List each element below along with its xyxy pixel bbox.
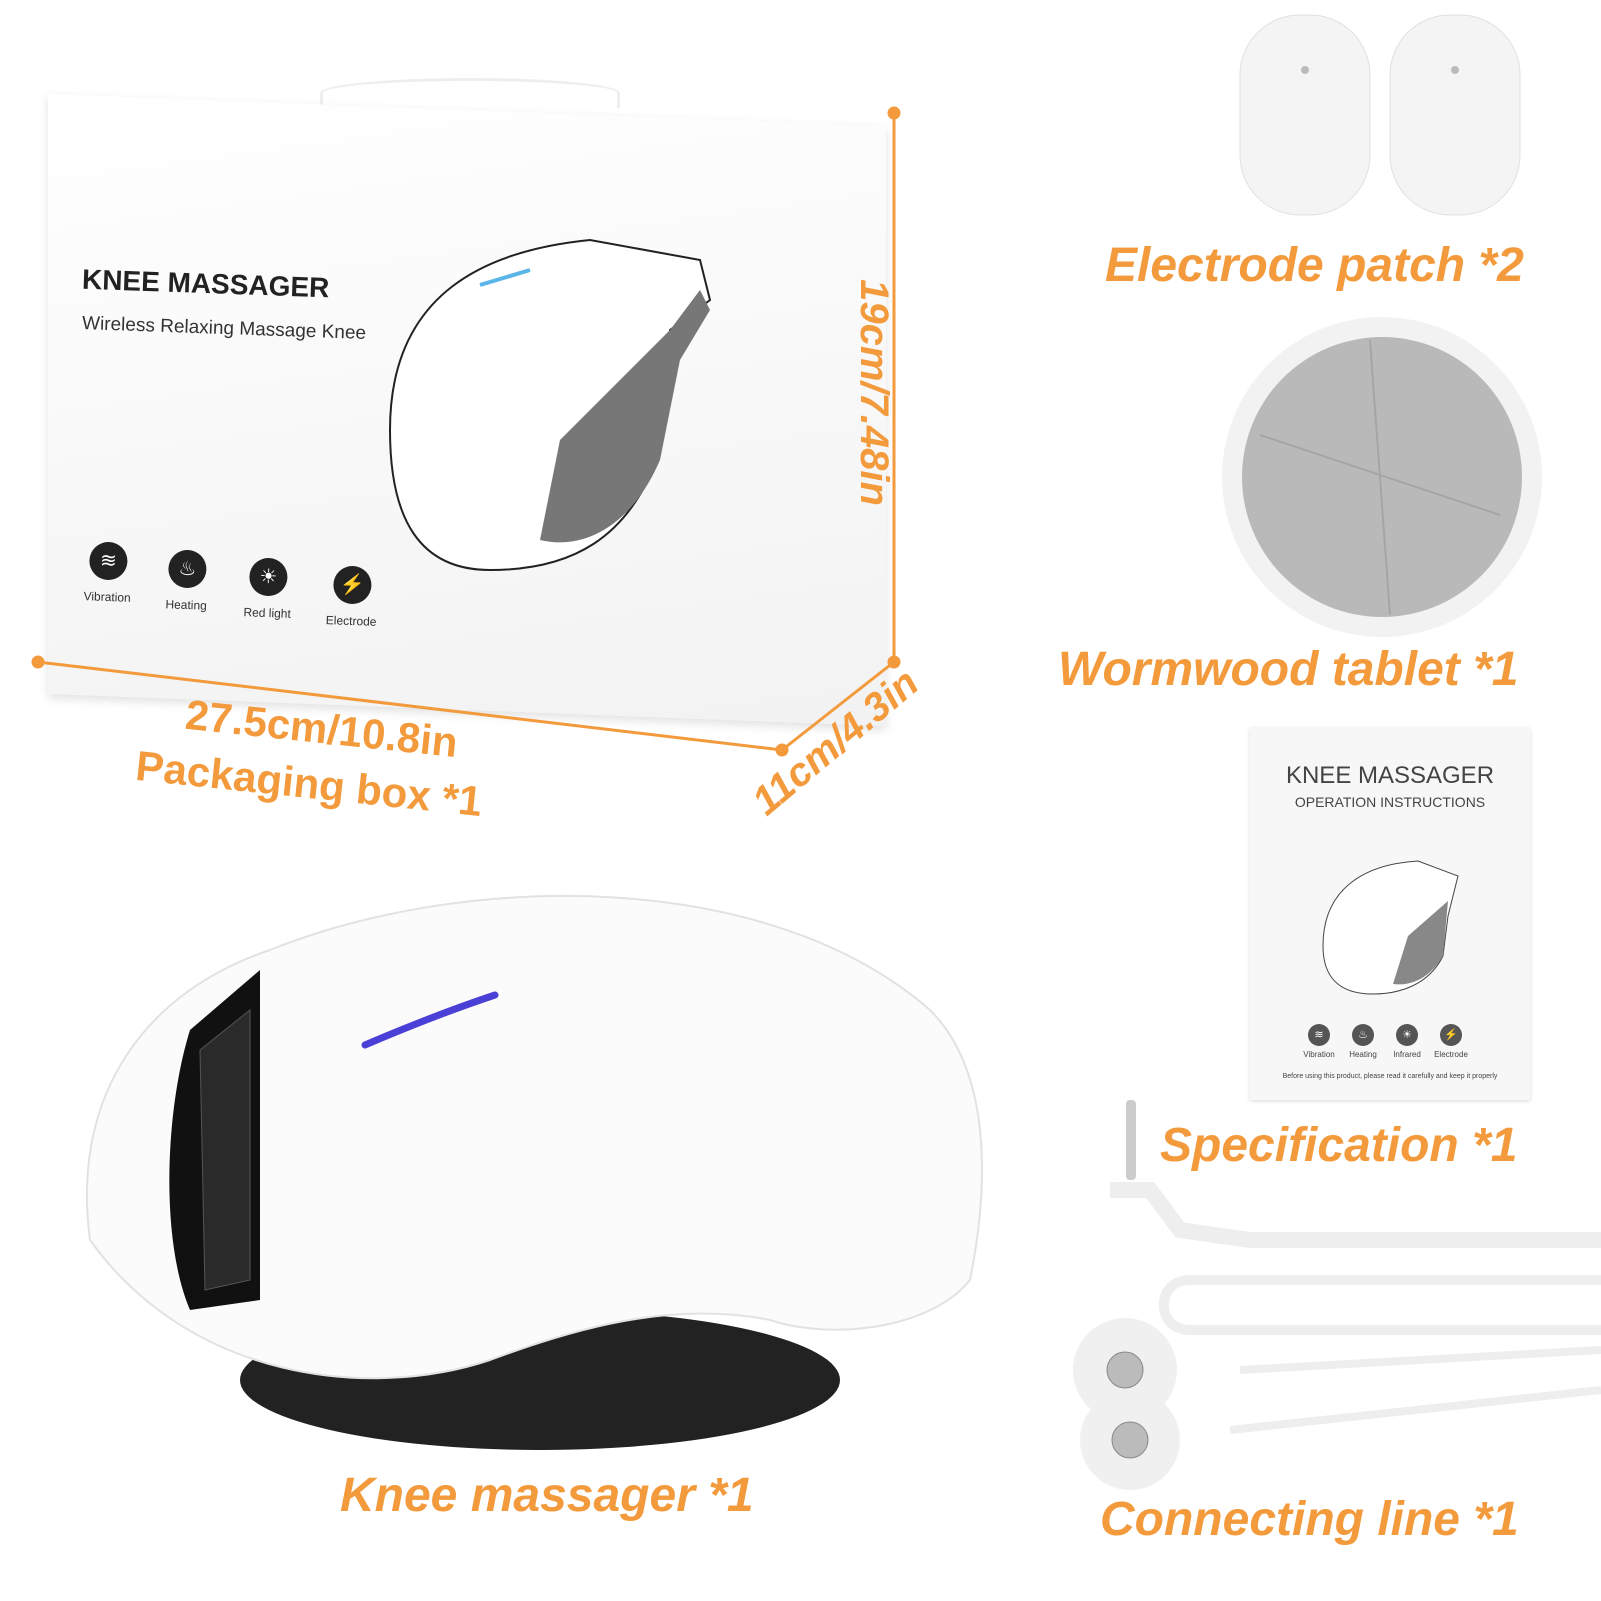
manual-title: KNEE MASSAGER	[1285, 762, 1495, 789]
knee-massager-label: Knee massager *1	[340, 1469, 754, 1522]
feature-label: Infrared	[1393, 1050, 1421, 1059]
electrode-patch-label: Electrode patch *2	[1105, 239, 1524, 292]
electrode-patches	[1239, 14, 1521, 216]
feature-label: Vibration	[1303, 1050, 1335, 1059]
specification-manual: KNEE MASSAGER OPERATION INSTRUCTIONS ≋ Vi…	[1250, 728, 1530, 1100]
heating-icon: ♨	[1352, 1024, 1374, 1046]
feature-label: Electrode	[1434, 1050, 1468, 1059]
manual-feature-infrared: ☀ Infrared	[1382, 1024, 1432, 1059]
box-product-illustration	[388, 238, 712, 572]
lightning-icon: ⚡	[1440, 1024, 1462, 1046]
specification-label: Specification *1	[1160, 1119, 1518, 1172]
manual-feature-heating: ♨ Heating	[1338, 1024, 1388, 1059]
connecting-line-label: Connecting line *1	[1100, 1493, 1519, 1546]
manual-note: Before using this product, please read i…	[1282, 1073, 1498, 1080]
manual-feature-electrode: ⚡ Electrode	[1426, 1024, 1476, 1059]
vibration-icon: ≋	[1308, 1024, 1330, 1046]
wormwood-tablet-label: Wormwood tablet *1	[1058, 643, 1519, 696]
feature-label: Heating	[1349, 1050, 1377, 1059]
manual-product-illustration	[1322, 860, 1459, 995]
connecting-line	[1073, 1100, 1601, 1490]
height-dimension: 19cm/7.48in	[851, 279, 896, 506]
manual-subtitle: OPERATION INSTRUCTIONS	[1294, 794, 1486, 810]
wormwood-tablet	[1222, 317, 1542, 637]
dimension-lines	[31, 106, 901, 757]
knee-massager	[85, 895, 983, 1450]
sun-icon: ☀	[1396, 1024, 1418, 1046]
manual-feature-vibration: ≋ Vibration	[1294, 1024, 1344, 1059]
box-handle	[320, 78, 620, 108]
